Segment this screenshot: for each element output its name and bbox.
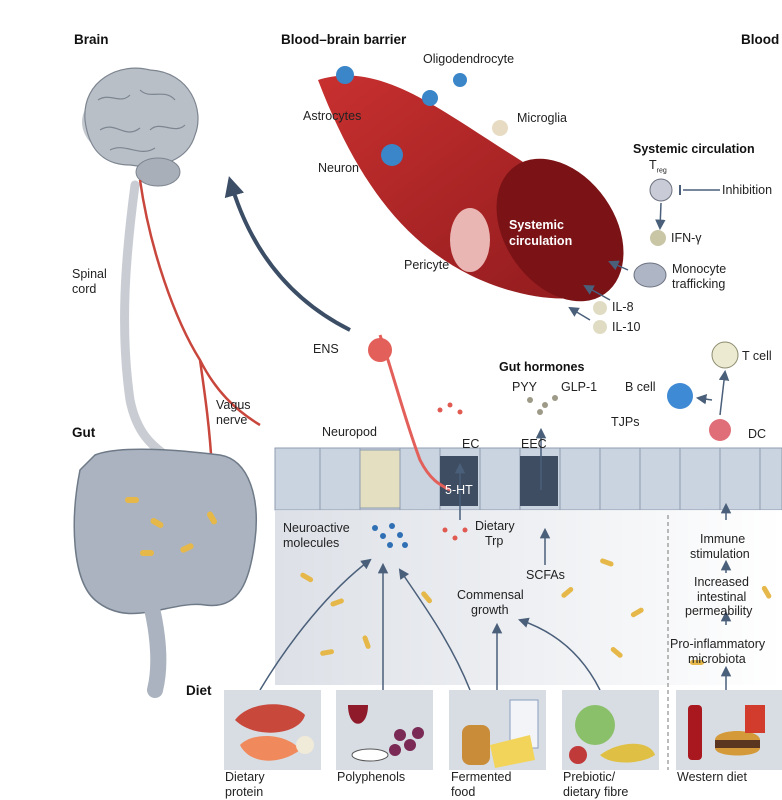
immune-stim-label-2: stimulation — [690, 547, 750, 561]
neuroactive-label-1: Neuroactive — [283, 521, 350, 535]
pericyte-label: Pericyte — [404, 258, 450, 272]
inhibition-label: Inhibition — [722, 183, 773, 197]
il8-label: IL-8 — [612, 300, 634, 314]
diet-images — [224, 690, 782, 770]
diet-caption-fibre: Prebiotic/dietary fibre — [563, 770, 629, 799]
bcell-label: B cell — [625, 380, 656, 394]
tjps-label: TJPs — [611, 415, 640, 429]
serotonin-label: 5-HT — [445, 483, 473, 497]
gut-to-brain-arrow — [224, 176, 351, 332]
monocyte-label-2: trafficking — [672, 277, 726, 291]
vessel-label-line2: circulation — [509, 234, 573, 248]
glia-cells — [336, 66, 508, 166]
neuropod-label: Neuropod — [322, 425, 377, 439]
monocyte-label-1: Monocyte — [672, 262, 727, 276]
immune-stim-label-1: Immune — [700, 532, 746, 546]
permeability-label-2: intestinal — [697, 590, 747, 604]
permeability-label-1: Increased — [694, 575, 749, 589]
ens-neuron — [368, 334, 451, 492]
tcell-label: T cell — [742, 349, 772, 363]
blood-header: Blood — [741, 32, 780, 47]
ifn-label: IFN-γ — [671, 231, 702, 245]
proinflammatory-label-2: microbiota — [688, 652, 746, 666]
diet-caption-western: Western diet — [677, 770, 747, 784]
trp-label-2: Trp — [485, 534, 504, 548]
permeability-label-3: permeability — [685, 604, 753, 618]
glp1-label: GLP-1 — [561, 380, 598, 394]
treg-label: Treg — [649, 158, 667, 175]
diet-caption-polyphenols: Polyphenols — [337, 770, 406, 784]
trp-label-1: Dietary — [475, 519, 515, 533]
astrocytes-label: Astrocytes — [303, 109, 362, 123]
epithelium — [274, 447, 782, 511]
spinal-cord — [120, 180, 170, 460]
brain-header: Brain — [74, 32, 109, 47]
oligodendrocyte-label: Oligodendrocyte — [423, 52, 515, 66]
spinal-label-2: cord — [72, 282, 97, 296]
vagus-label-1: Vagus — [216, 398, 251, 412]
ens-label: ENS — [313, 342, 339, 356]
commensal-label-1: Commensal — [457, 588, 524, 602]
gut-header: Gut — [72, 425, 96, 440]
brain-illustration — [82, 67, 199, 187]
blood-vessel — [318, 75, 624, 302]
spinal-label-1: Spinal — [72, 267, 107, 281]
immune-cells — [593, 178, 739, 441]
vagus-label-2: nerve — [216, 413, 248, 427]
microglia-label: Microglia — [517, 111, 568, 125]
bacteria — [300, 558, 772, 665]
il10-label: IL-10 — [612, 320, 641, 334]
intestine-illustration — [73, 448, 257, 698]
ec-label: EC — [462, 437, 480, 451]
commensal-label-2: growth — [471, 603, 509, 617]
neuroactive-label-2: molecules — [283, 536, 340, 550]
proinflammatory-label-1: Pro-inflammatory — [670, 637, 766, 651]
pyy-label: PYY — [512, 380, 538, 394]
gut-hormones-header: Gut hormones — [499, 360, 585, 374]
systemic-header: Systemic circulation — [633, 142, 755, 156]
dc-label: DC — [748, 427, 767, 441]
neuron-label: Neuron — [318, 161, 359, 175]
diet-header: Diet — [186, 683, 212, 698]
scfas-label: SCFAs — [526, 568, 565, 582]
bbb-header: Blood–brain barrier — [281, 32, 407, 47]
eec-label: EEC — [521, 437, 547, 451]
vessel-label-line1: Systemic — [509, 218, 564, 232]
